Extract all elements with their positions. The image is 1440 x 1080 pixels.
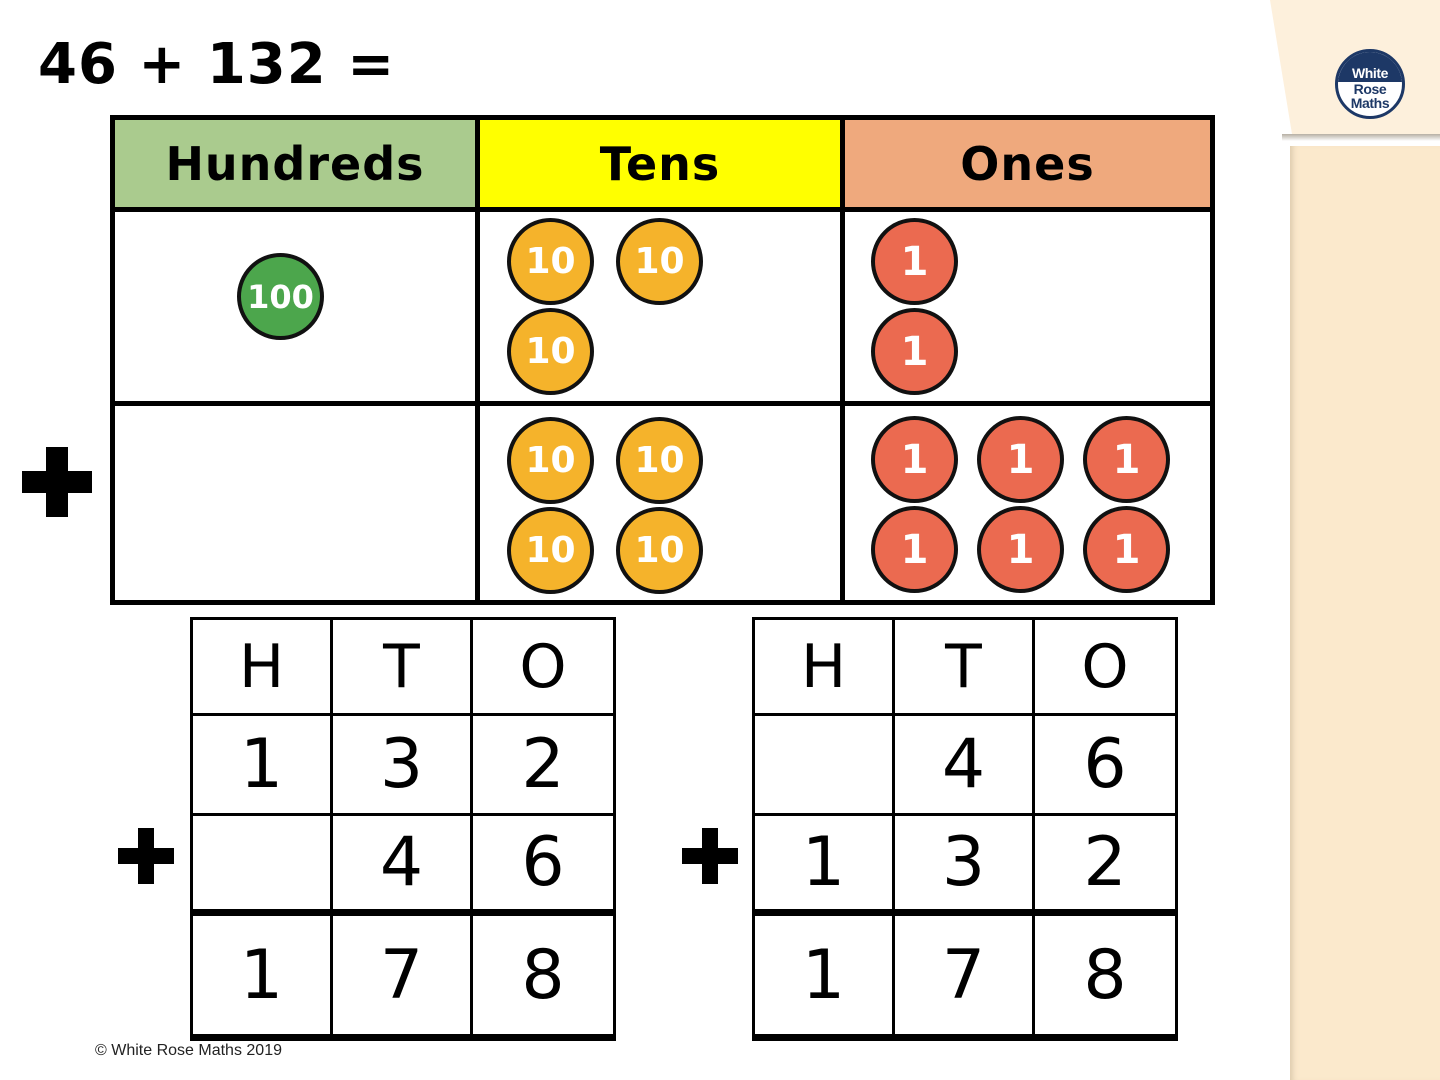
counter-label: 10	[525, 440, 576, 481]
side-panel	[1290, 146, 1440, 1080]
chart-plus-sign	[22, 447, 92, 517]
hundred-counter: 100	[237, 253, 324, 340]
ten-counter: 10	[507, 417, 594, 504]
ten-counter: 10	[507, 507, 594, 594]
table-cell: 1	[755, 816, 895, 916]
ones-header-cell: Ones	[845, 120, 1210, 212]
right-table-plus-sign	[682, 828, 738, 884]
logo-text-maths: Maths	[1350, 95, 1390, 112]
chart-cell-row2-hundreds	[115, 406, 480, 600]
counter-label: 1	[1112, 436, 1141, 483]
addition-table-right: H T O 4 6 1 3 2 1 7 8	[752, 617, 1178, 1041]
addition-table-left: H T O 1 3 2 4 6 1 7 8	[190, 617, 616, 1041]
left-table-plus-sign	[118, 828, 174, 884]
counter-label: 10	[525, 331, 576, 372]
ten-counter: 10	[616, 417, 703, 504]
equation-title: 46 + 132 =	[38, 32, 396, 97]
chart-cell-row1-ones	[845, 212, 1210, 406]
table-header-cell: T	[333, 620, 473, 716]
table-cell: 3	[333, 716, 473, 816]
one-counter: 1	[977, 416, 1064, 503]
side-panel-shadow	[1282, 134, 1440, 141]
counter-label: 10	[634, 440, 685, 481]
ten-counter: 10	[507, 308, 594, 395]
logo-text-rose: Rose	[1353, 80, 1387, 97]
table-header-cell: O	[473, 620, 613, 716]
one-counter: 1	[871, 506, 958, 593]
table-header-cell: O	[1035, 620, 1175, 716]
one-counter: 1	[1083, 506, 1170, 593]
table-header-cell: H	[755, 620, 895, 716]
ten-counter: 10	[507, 218, 594, 305]
white-rose-maths-logo: White Rose Maths	[1335, 49, 1405, 119]
ones-header-label: Ones	[960, 136, 1095, 191]
tens-header-cell: Tens	[480, 120, 845, 212]
hundreds-header-cell: Hundreds	[115, 120, 480, 212]
table-result-cell: 7	[895, 916, 1035, 1034]
counter-label: 10	[634, 241, 685, 282]
tens-header-label: Tens	[599, 136, 721, 191]
table-cell	[193, 816, 333, 916]
place-value-chart: Hundreds Tens Ones 100 10 10 10 1 1	[110, 115, 1215, 605]
table-header-cell: H	[193, 620, 333, 716]
counter-label: 1	[900, 328, 929, 375]
table-result-cell: 1	[193, 916, 333, 1034]
table-cell	[755, 716, 895, 816]
hundreds-header-label: Hundreds	[165, 136, 425, 191]
chart-cell-row1-hundreds	[115, 212, 480, 406]
table-cell: 6	[473, 816, 613, 916]
one-counter: 1	[977, 506, 1064, 593]
counter-label: 100	[247, 277, 314, 316]
one-counter: 1	[871, 416, 958, 503]
table-cell: 4	[895, 716, 1035, 816]
one-counter: 1	[1083, 416, 1170, 503]
counter-label: 1	[900, 238, 929, 285]
logo-text-white: White	[1338, 52, 1402, 82]
table-cell: 6	[1035, 716, 1175, 816]
table-header-cell: T	[895, 620, 1035, 716]
counter-label: 10	[525, 530, 576, 571]
table-result-cell: 7	[333, 916, 473, 1034]
counter-label: 1	[900, 436, 929, 483]
table-result-cell: 8	[521, 935, 565, 1015]
table-cell: 1	[193, 716, 333, 816]
copyright-text: © White Rose Maths 2019	[95, 1042, 282, 1059]
one-counter: 1	[871, 218, 958, 305]
chart-cell-row1-tens	[480, 212, 845, 406]
ten-counter: 10	[616, 507, 703, 594]
table-cell: 3	[895, 816, 1035, 916]
ten-counter: 10	[616, 218, 703, 305]
table-cell: 2	[1035, 816, 1175, 916]
table-cell: 4	[333, 816, 473, 916]
counter-label: 10	[634, 530, 685, 571]
one-counter: 1	[871, 308, 958, 395]
table-result-cell: 8	[1083, 935, 1127, 1015]
counter-label: 10	[525, 241, 576, 282]
counter-label: 1	[1006, 436, 1035, 483]
chart-cell-row2-tens	[480, 406, 845, 600]
counter-label: 1	[900, 526, 929, 573]
table-cell: 2	[473, 716, 613, 816]
logo-bottom: Rose Maths	[1338, 82, 1402, 116]
counter-label: 1	[1006, 526, 1035, 573]
counter-label: 1	[1112, 526, 1141, 573]
table-result-cell: 1	[755, 916, 895, 1034]
